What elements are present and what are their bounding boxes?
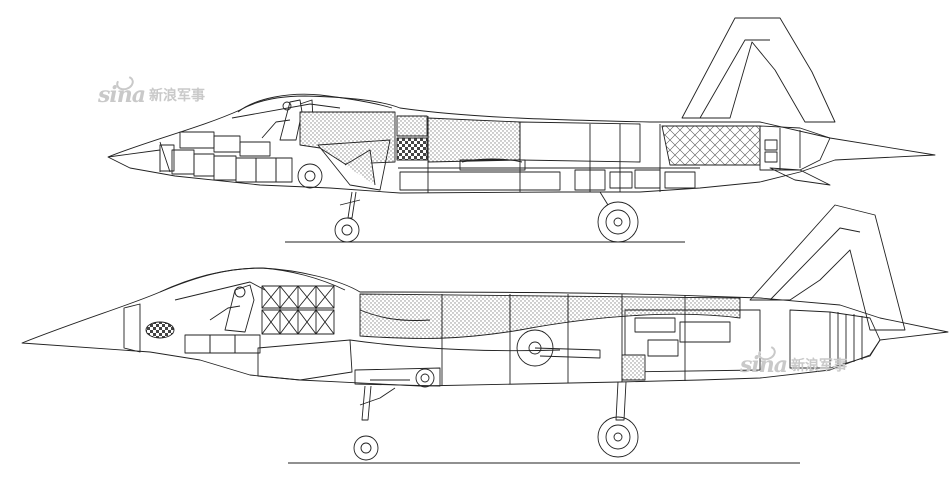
bottom-avionics-racks <box>261 285 335 335</box>
top-equipment-grid <box>396 137 428 161</box>
bottom-engine-section <box>624 309 761 373</box>
bottom-main-landing-gear <box>597 381 639 458</box>
watermark-brand: 新浪军事 <box>149 88 205 104</box>
bottom-fuselage-outline <box>21 267 949 387</box>
bottom-radar-antenna <box>145 321 175 339</box>
bottom-aircraft-side-view <box>21 204 949 464</box>
top-main-landing-gear <box>597 191 639 243</box>
bottom-vertical-tail <box>749 204 906 331</box>
top-fuselage-outline <box>107 95 936 194</box>
watermark-top: sina 新浪军事 <box>98 73 205 108</box>
top-aircraft-side-view <box>107 17 936 243</box>
watermark-logo: sina <box>98 82 146 108</box>
top-air-intake <box>317 139 391 191</box>
watermark-logo: sina <box>740 352 788 378</box>
top-horizontal-stabilizer <box>769 167 831 186</box>
top-engine-section <box>661 125 761 166</box>
bottom-air-intake <box>257 339 353 381</box>
bottom-engine-fan <box>516 329 554 367</box>
top-exhaust-nozzle <box>759 125 831 171</box>
watermark-bottom: sina 新浪军事 <box>740 343 847 378</box>
top-nose-landing-gear <box>334 191 361 243</box>
bottom-fuel-tanks <box>359 293 741 339</box>
top-canopy <box>237 93 393 113</box>
bottom-canopy <box>159 267 346 293</box>
bottom-nose-landing-gear <box>353 385 396 461</box>
bottom-exhaust-nozzle <box>789 309 881 369</box>
top-vertical-tail <box>681 17 836 123</box>
top-avionics-bay <box>159 131 293 183</box>
top-weapons-bay <box>399 171 561 191</box>
watermark-brand: 新浪军事 <box>791 358 847 374</box>
bottom-ejection-seat <box>209 284 255 333</box>
top-forward-fuel-tank <box>299 111 396 165</box>
